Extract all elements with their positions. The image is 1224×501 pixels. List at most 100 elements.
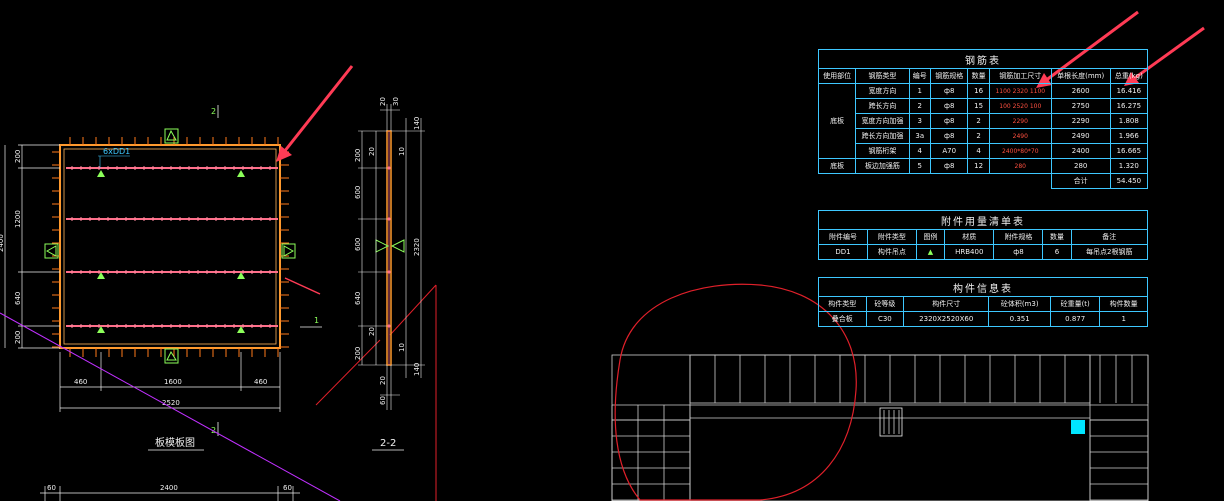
section-dim-bottom-2: 60: [379, 396, 387, 405]
no-cell: 3: [908, 113, 932, 129]
type-cell: 叠合板: [818, 311, 867, 327]
header-cell: 数量: [967, 68, 990, 84]
dim-left-total: 2400: [0, 234, 5, 252]
section-mark-bottom: 2: [211, 426, 216, 435]
rebar-table: 钢筋表 使用部位 钢筋类型 编号 钢筋规格 数量 钢筋加工尺寸 单根长度(mm)…: [817, 49, 1149, 189]
qty-cell: 16: [967, 83, 990, 99]
note-cell: 每吊点2根钢筋: [1070, 244, 1149, 260]
qty-cell: 6: [1042, 244, 1072, 260]
type-cell: 宽度方向: [855, 83, 910, 99]
plan-view-caption: 板模板图: [155, 436, 195, 449]
qty-cell: 2: [967, 128, 990, 144]
header-cell: 构件类型: [818, 296, 867, 312]
lifting-point-icon: [237, 272, 245, 279]
table-row: 宽度方向加强 3 ф8 2 2290 2290 1.808: [819, 113, 1149, 129]
grade-cell: C30: [865, 311, 905, 327]
type-cell: 跨长方向: [855, 98, 910, 114]
spec-cell: ф8: [930, 158, 969, 174]
table-row: 叠合板 C30 2320X2520X60 0.351 0.877 1: [818, 311, 1148, 327]
header-cell: 使用部位: [817, 68, 857, 84]
info-table-title: 构件信息表: [818, 277, 1148, 297]
selected-element-highlight[interactable]: [1071, 420, 1085, 434]
section-dim-left-3: 600: [354, 186, 362, 199]
header-cell: 编号: [908, 68, 932, 84]
header-cell: 砼体积(m3): [988, 296, 1052, 312]
weight-cell: 16.665: [1109, 143, 1149, 159]
building-floor-plan: [611, 354, 1149, 501]
qty-cell: 12: [967, 158, 990, 174]
table-row: 钢筋桁架 4 A70 4 2400*80*70 2400 16.665: [819, 143, 1149, 159]
no-cell: 2: [908, 98, 932, 114]
dim-lower-3: 60: [283, 484, 292, 492]
component-info-table: 构件信息表 构件类型 砼等级 构件尺寸 砼体积(m3) 砼重量(t) 构件数量 …: [818, 277, 1148, 327]
length-cell: 2600: [1050, 83, 1111, 99]
spec-cell: ф8: [930, 83, 969, 99]
length-cell: 2400: [1050, 143, 1111, 159]
rebar-table-header: 使用部位 钢筋类型 编号 钢筋规格 数量 钢筋加工尺寸 单根长度(mm) 总重(…: [817, 68, 1149, 84]
type-cell: 板边加强筋: [855, 158, 910, 174]
header-cell: 总重(kg): [1109, 68, 1149, 84]
volume-cell: 0.351: [988, 311, 1052, 327]
no-cell: 3a: [908, 128, 932, 144]
shape-cell: 1100 2320 1100: [988, 83, 1052, 99]
dim-left-3: 640: [14, 292, 22, 305]
table-row: 底板 板边加强筋 5 ф8 12 280 280 1.320: [817, 158, 1149, 174]
no-cell: 5: [908, 158, 932, 174]
header-cell: 构件尺寸: [903, 296, 990, 312]
plan-view: 6xDD1 2 2 1 200 1200 640 200 2400: [0, 105, 322, 501]
info-table-header: 构件类型 砼等级 构件尺寸 砼体积(m3) 砼重量(t) 构件数量: [818, 296, 1148, 312]
section-dim-left-5: 640: [354, 292, 362, 305]
slab-inner-outline: [63, 148, 277, 345]
header-cell: 砼重量(t): [1050, 296, 1101, 312]
qty-cell: 15: [967, 98, 990, 114]
table-row: DD1 构件吊点 ▲ HRB400 ф8 6 每吊点2根钢筋: [818, 244, 1149, 260]
slab-outline: [59, 144, 281, 349]
total-label: 合计: [1050, 173, 1111, 189]
total-row: 合计 54.450: [818, 173, 1149, 189]
part-cell: 底板: [817, 83, 857, 159]
dim-bottom-2: 1600: [164, 378, 182, 386]
leader-line: [0, 312, 341, 501]
weight-cell: 16.416: [1109, 83, 1149, 99]
lifting-point-label: 6xDD1: [103, 147, 130, 156]
rebar-ticks: [71, 166, 271, 328]
lifting-point-markers: [97, 170, 245, 333]
type-cell: 跨长方向加强: [855, 128, 910, 144]
weight-cell: 1.966: [1109, 128, 1149, 144]
dim-left-2: 1200: [14, 210, 22, 228]
header-cell: 钢筋加工尺寸: [988, 68, 1052, 84]
qty-cell: 4: [967, 143, 990, 159]
section-dim-right-4: 10: [398, 343, 406, 352]
spec-cell: ф8: [993, 244, 1044, 260]
section-dim-top-2: 30: [392, 97, 400, 106]
section-dim-left-7: 200: [354, 347, 362, 360]
shape-cell: 2490: [988, 128, 1052, 144]
type-cell: 钢筋桁架: [855, 143, 910, 159]
lifting-point-icon: ▲: [915, 244, 946, 260]
section-rebar-dots: [387, 166, 391, 328]
total-value: 54.450: [1109, 173, 1149, 189]
header-cell: 图例: [915, 229, 946, 245]
shape-cell: 2400*80*70: [988, 143, 1052, 159]
no-cell: DD1: [818, 244, 868, 260]
section-dim-bottom-1: 20: [379, 376, 387, 385]
spec-cell: A70: [930, 143, 969, 159]
part-cell: 底板: [817, 158, 857, 174]
revision-cloud: [614, 283, 857, 501]
header-cell: 数量: [1042, 229, 1072, 245]
header-cell: 附件规格: [993, 229, 1044, 245]
rebar-table-title: 钢筋表: [818, 49, 1148, 69]
type-cell: 宽度方向加强: [855, 113, 910, 129]
section-dim-left-2: 20: [368, 147, 376, 156]
section-dim-right-2: 10: [398, 147, 406, 156]
length-cell: 280: [1050, 158, 1111, 174]
spec-cell: ф8: [930, 98, 969, 114]
header-cell: 单根长度(mm): [1050, 68, 1111, 84]
header-cell: 钢筋规格: [930, 68, 969, 84]
weight-cell: 1.320: [1109, 158, 1149, 174]
weight-cell: 1.808: [1109, 113, 1149, 129]
section-dim-left-1: 200: [354, 149, 362, 162]
length-cell: 2290: [1050, 113, 1111, 129]
left-dimensions: [4, 144, 60, 349]
